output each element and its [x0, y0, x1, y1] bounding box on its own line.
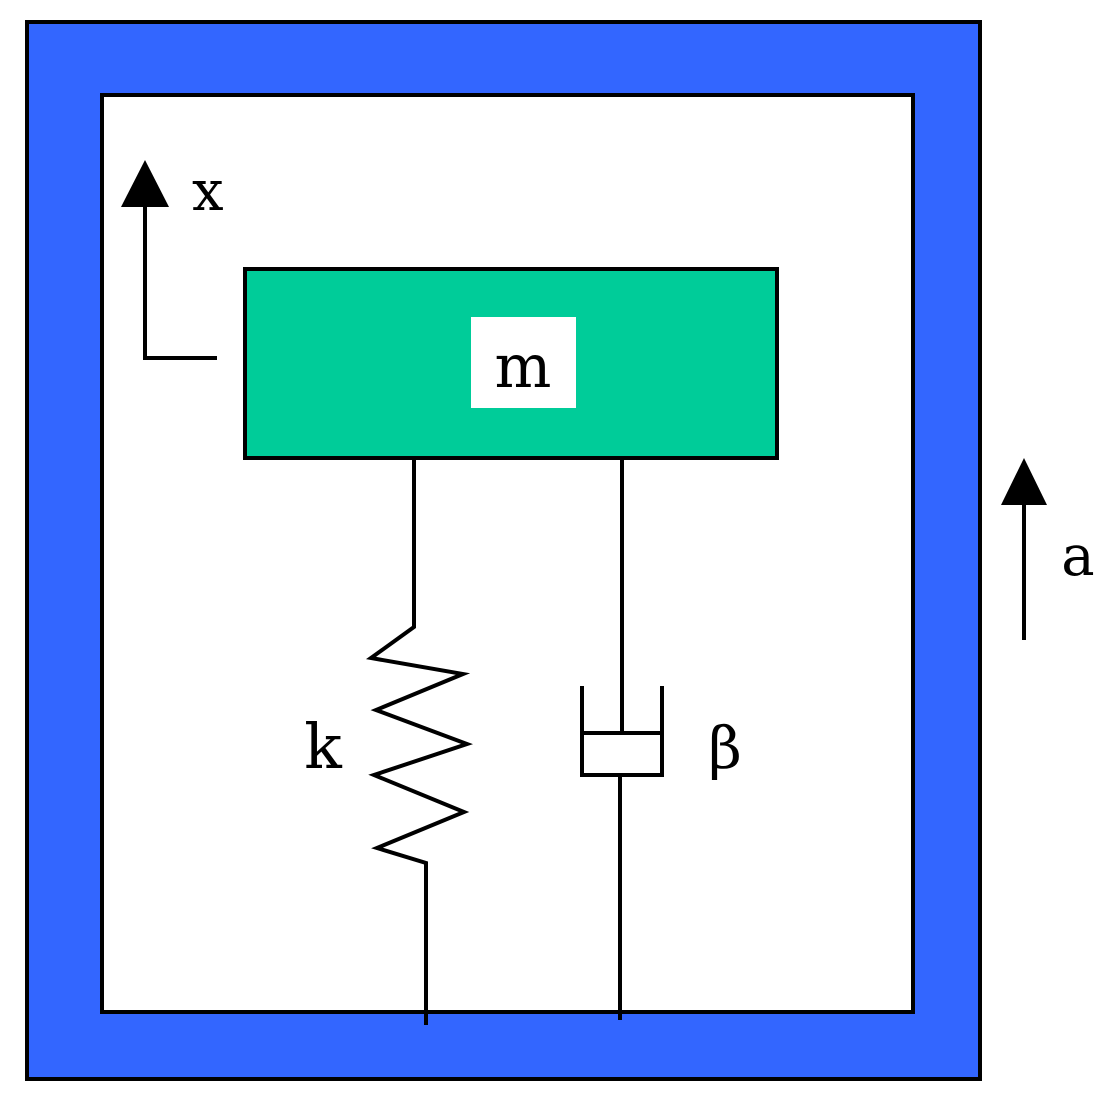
- acceleration-arrow-icon: [1001, 458, 1047, 640]
- damper-label: β: [708, 714, 742, 782]
- displacement-arrow-icon: [121, 160, 217, 360]
- acceleration-label: a: [1061, 524, 1094, 589]
- spring: [365, 458, 474, 1025]
- housing-cavity: [100, 93, 915, 1014]
- spring-label: k: [304, 710, 342, 783]
- displacement-label: x: [192, 159, 224, 224]
- mass-label: m: [495, 332, 552, 402]
- mass-label-box: [471, 317, 576, 408]
- damper: [580, 458, 664, 1020]
